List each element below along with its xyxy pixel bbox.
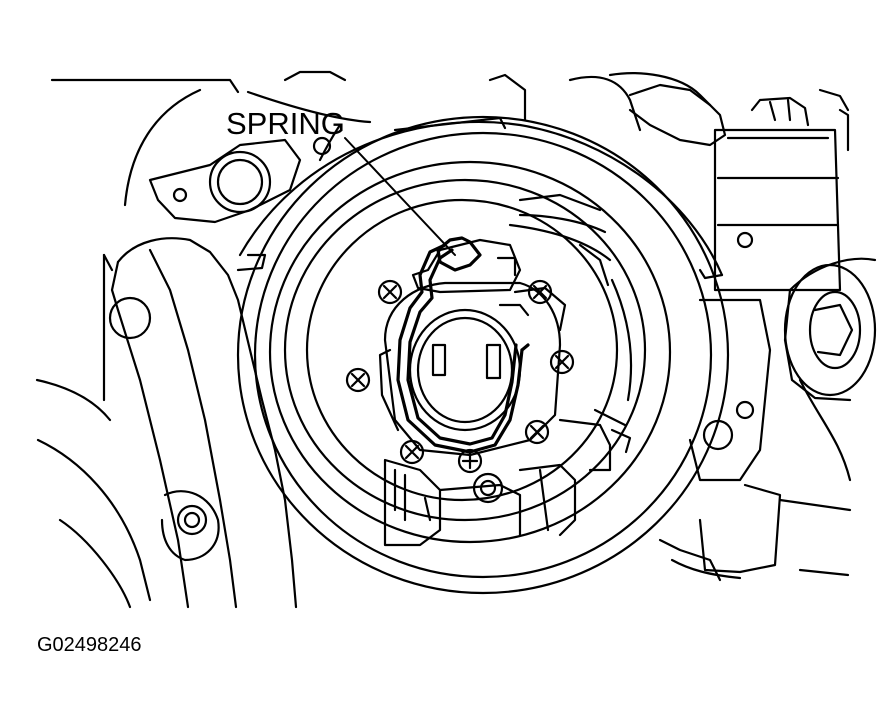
housing-left <box>35 70 372 609</box>
housing-right <box>488 72 877 582</box>
screws <box>345 279 575 474</box>
spring-leader-line <box>344 137 456 256</box>
reflector-rings <box>236 115 730 595</box>
bracket-arm <box>102 237 298 609</box>
figure-id: G02498246 <box>37 634 142 656</box>
drawing-lines <box>35 70 877 609</box>
spring-label: SPRING <box>226 106 345 141</box>
clip-spring <box>396 236 530 454</box>
